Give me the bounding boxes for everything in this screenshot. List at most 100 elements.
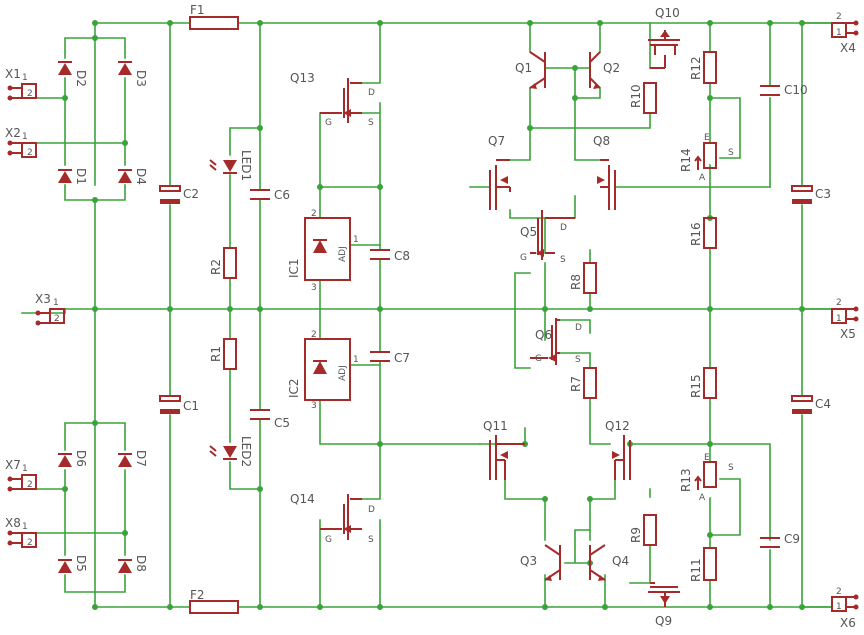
- label-x8: X8: [5, 516, 21, 530]
- resistor-r10: [643, 82, 657, 114]
- label-c7: C7: [394, 351, 410, 365]
- connector-x7: [7, 474, 37, 492]
- mosfet-q13: [320, 78, 362, 123]
- capacitor-c2: [159, 185, 181, 204]
- svg-text:2: 2: [311, 330, 317, 340]
- regulator-ic2: [304, 338, 351, 401]
- resistor-r2: [223, 247, 237, 279]
- mosfet-q12: [612, 435, 631, 480]
- svg-text:S: S: [368, 118, 374, 128]
- diode-d8: [118, 559, 132, 573]
- diode-d4: [118, 169, 132, 183]
- capacitor-c3: [791, 185, 813, 204]
- mosfet-q9: [648, 582, 680, 607]
- capacitor-c8: [370, 249, 390, 260]
- svg-text:1: 1: [53, 298, 59, 308]
- svg-text:1: 1: [22, 522, 28, 532]
- svg-text:3: 3: [311, 401, 317, 411]
- diode-d5: [58, 559, 72, 573]
- label-r15: R15: [689, 374, 703, 398]
- label-q14: Q14: [290, 492, 315, 506]
- label-r7: R7: [569, 376, 583, 392]
- label-r2: R2: [209, 259, 223, 275]
- label-q2: Q2: [603, 61, 620, 75]
- transistor-q1: [529, 51, 546, 89]
- label-d6: D6: [74, 450, 88, 467]
- label-c8: C8: [394, 249, 410, 263]
- capacitor-c6: [250, 189, 270, 200]
- label-led2: LED2: [239, 436, 253, 467]
- label-d7: D7: [134, 450, 148, 467]
- connector-x2: [7, 140, 37, 158]
- svg-text:2: 2: [836, 12, 842, 22]
- label-r9: R9: [629, 527, 643, 543]
- resistor-r11: [703, 547, 717, 581]
- label-x1: X1: [5, 67, 21, 81]
- svg-text:1: 1: [22, 132, 28, 142]
- label-x3: X3: [35, 292, 51, 306]
- resistor-r7: [583, 367, 597, 399]
- trimmer-arrow-r14: [694, 155, 702, 170]
- label-q9: Q9: [655, 614, 672, 628]
- svg-text:ADJ: ADJ: [338, 365, 348, 381]
- label-r11: R11: [689, 558, 703, 582]
- label-q10: Q10: [655, 6, 680, 20]
- svg-text:2: 2: [311, 209, 317, 219]
- label-d5: D5: [74, 555, 88, 572]
- transistor-q4: [589, 544, 606, 581]
- svg-text:2: 2: [27, 148, 33, 158]
- svg-text:G: G: [325, 535, 332, 545]
- svg-text:1: 1: [353, 355, 359, 365]
- svg-text:1: 1: [836, 602, 842, 612]
- label-c10: C10: [784, 83, 808, 97]
- svg-text:G: G: [535, 354, 542, 364]
- regulator-ic2-diode: [313, 361, 327, 374]
- mosfet-q10: [648, 30, 680, 69]
- label-ic2: IC2: [287, 378, 301, 398]
- resistor-r14: [703, 142, 717, 169]
- svg-text:S: S: [575, 355, 581, 365]
- svg-text:S: S: [728, 463, 734, 473]
- led-1: [209, 159, 237, 174]
- label-c5: C5: [274, 416, 290, 430]
- label-r12: R12: [689, 56, 703, 80]
- capacitor-c9: [760, 537, 780, 548]
- diode-d3: [118, 61, 132, 75]
- svg-text:E: E: [704, 133, 710, 143]
- junction-dots: [62, 20, 805, 610]
- svg-text:D: D: [368, 88, 375, 98]
- fuse-f1: [189, 16, 239, 30]
- svg-text:1: 1: [353, 235, 359, 245]
- parts: [7, 16, 859, 614]
- svg-text:2: 2: [27, 538, 33, 548]
- diode-d2: [58, 61, 72, 75]
- label-c6: C6: [274, 188, 290, 202]
- diode-d1: [58, 169, 72, 183]
- label-q3: Q3: [520, 554, 537, 568]
- label-ic1: IC1: [287, 258, 301, 278]
- connector-x8: [7, 530, 37, 548]
- connector-x1: [7, 83, 37, 101]
- resistor-r8: [583, 262, 597, 294]
- labels: F1 F2 X1 X2 X3 X4 X5 X6 X7 X8 12 12 12 1…: [5, 3, 856, 630]
- label-r13: R13: [679, 468, 693, 492]
- svg-text:2: 2: [54, 314, 60, 324]
- label-f1: F1: [190, 3, 205, 17]
- resistor-r12: [703, 51, 717, 84]
- label-c4: C4: [815, 397, 831, 411]
- label-r14: R14: [679, 148, 693, 172]
- resistor-r15: [703, 367, 717, 399]
- label-c2: C2: [183, 187, 199, 201]
- label-x7: X7: [5, 458, 21, 472]
- label-q6: Q6: [535, 328, 552, 342]
- resistor-r1: [223, 338, 237, 370]
- svg-text:A: A: [699, 173, 706, 183]
- label-q13: Q13: [290, 71, 315, 85]
- regulator-ic1: [304, 217, 351, 281]
- svg-text:D: D: [368, 505, 375, 515]
- svg-text:1: 1: [836, 28, 842, 38]
- wires: [21, 22, 833, 608]
- label-x5: X5: [840, 327, 856, 341]
- mosfet-q14: [320, 494, 362, 540]
